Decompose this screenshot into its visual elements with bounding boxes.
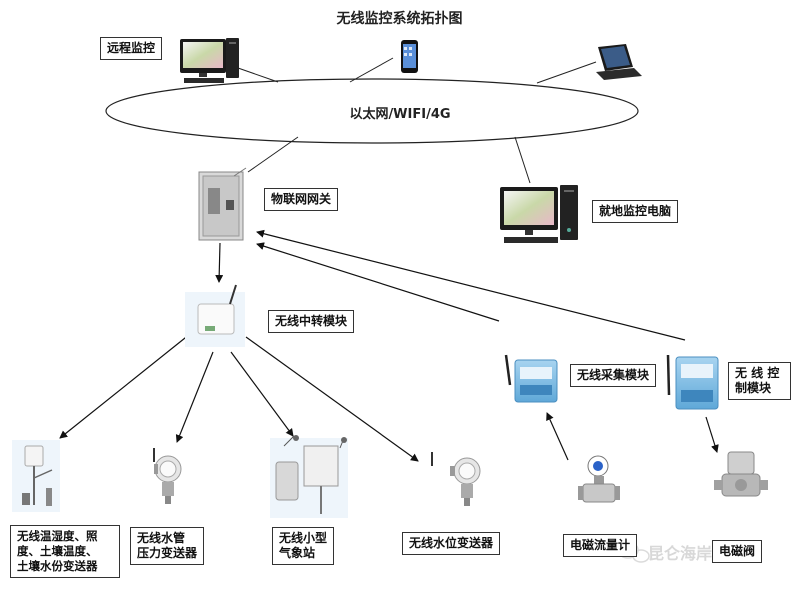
- arrow-collector-gateway: [256, 242, 500, 322]
- label-relay-module: 无线中转模块: [268, 310, 355, 333]
- label-weather-station: 无线小型 气象站: [272, 527, 335, 565]
- desktop-computer-icon: [180, 38, 239, 83]
- sensor-icon: [12, 440, 60, 512]
- smartphone-icon: [401, 40, 418, 73]
- arrow-relay-pressure: [175, 351, 214, 443]
- label-pressure-transmitter: 无线水管 压力变送器: [130, 527, 205, 565]
- sensor-icon: [431, 452, 481, 506]
- arrow-relay-sensor: [59, 329, 196, 439]
- arrow-relay-weather: [230, 351, 294, 437]
- link-remote: [237, 67, 279, 83]
- label-multi-sensor: 无线温湿度、照 度、土壤温度、 土壤水份变送器: [10, 525, 120, 578]
- flowmeter-icon: [578, 455, 620, 503]
- watermark: 昆仑海岸: [648, 544, 713, 563]
- label-collector-module: 无线采集模块: [570, 364, 657, 387]
- label-solenoid-valve: 电磁阀: [712, 540, 763, 563]
- weather-station-icon: [270, 435, 348, 518]
- wireless-module-icon: [504, 354, 558, 403]
- arrow-relay-level: [245, 336, 419, 462]
- wireless-module-icon: [185, 284, 245, 347]
- label-level-transmitter: 无线水位变送器: [402, 532, 501, 555]
- label-iot-gateway: 物联网网关: [264, 188, 339, 211]
- gateway-cabinet-icon: [198, 167, 247, 241]
- arrow-controller-gateway: [256, 229, 686, 341]
- link-gateway: [247, 136, 299, 173]
- link-phone: [349, 57, 394, 83]
- label-remote-monitor: 远程监控: [100, 37, 163, 60]
- network-ellipse: [105, 78, 639, 144]
- arrow-gateway-relay: [215, 242, 224, 283]
- wireless-module-icon: [666, 354, 719, 410]
- label-local-pc: 就地监控电脑: [592, 200, 679, 223]
- laptop-icon: [596, 44, 642, 80]
- link-localpc: [514, 136, 531, 184]
- label-flowmeter: 电磁流量计: [563, 534, 638, 557]
- label-controller-module: 无 线 控 制模块: [728, 362, 791, 400]
- sensor-icon: [153, 448, 182, 504]
- diagram-title: 无线监控系统拓扑图: [336, 11, 463, 27]
- solenoid-valve-icon: [714, 451, 768, 497]
- link-laptop: [536, 61, 597, 84]
- desktop-computer-icon: [500, 185, 578, 243]
- network-label: 以太网/WIFI/4G: [349, 107, 451, 122]
- arrow-controller-valve: [705, 416, 719, 453]
- arrow-flowmeter-collector: [546, 412, 569, 461]
